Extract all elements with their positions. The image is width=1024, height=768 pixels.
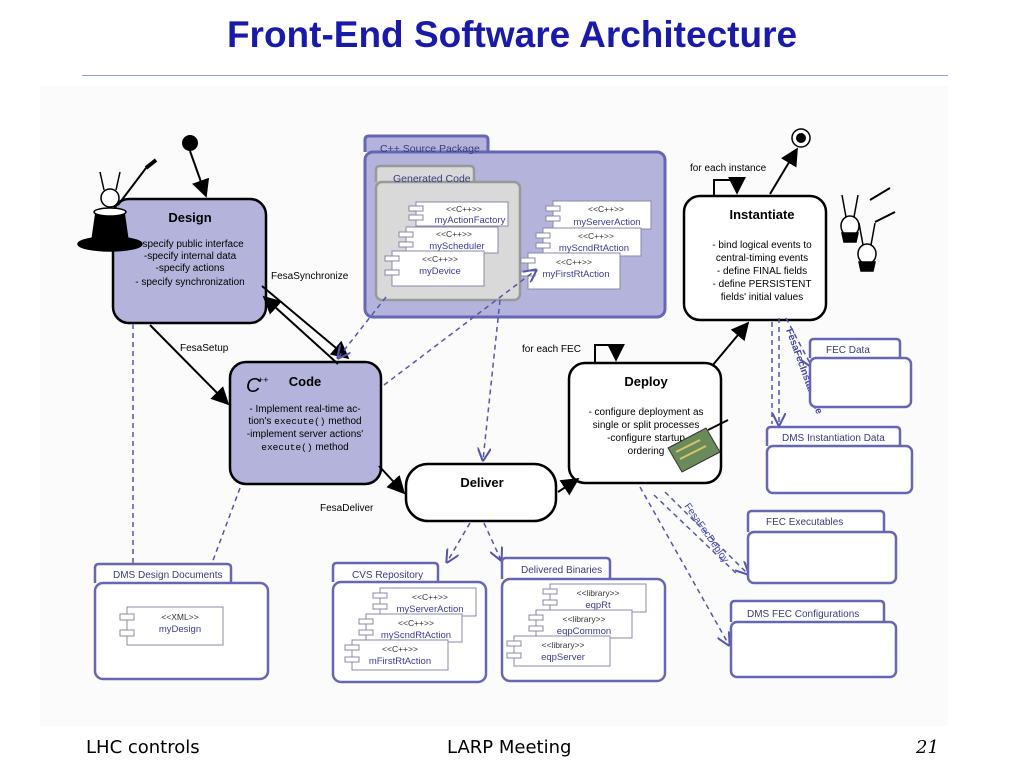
class-name: myFirstRtAction xyxy=(542,269,609,280)
stereotype: <<C++>> xyxy=(436,229,472,239)
class-name: eqpRt xyxy=(585,600,611,611)
class-name: eqpServer xyxy=(541,652,585,663)
rabbits-group-icon xyxy=(840,187,896,272)
magician-figure-icon xyxy=(77,158,158,252)
dependencies xyxy=(133,270,812,645)
state-line: central-timing events xyxy=(716,253,808,264)
dms-instantiation-label: DMS Instantiation Data xyxy=(782,433,885,444)
component-my-device: <<C++>> myDevice xyxy=(384,250,485,287)
state-code: C ++ Code - Implement real-time ac- tion… xyxy=(228,360,383,486)
package-dms-design-docs: DMS Design Documents <<XML>> myDesign xyxy=(93,562,270,681)
stereotype: <<C++>> xyxy=(446,204,482,214)
dms-fec-config-label: DMS FEC Configurations xyxy=(747,609,859,620)
class-name: mFirstRtAction xyxy=(369,656,431,667)
state-line: - specify public interface xyxy=(136,239,244,250)
footer-center: LARP Meeting xyxy=(447,737,572,758)
package-fec-executables: FEC Executables xyxy=(746,509,898,585)
stereotype: <<XML>> xyxy=(161,612,198,622)
cvs-repository-label: CVS Repository xyxy=(352,570,423,581)
stereotype: <<C++>> xyxy=(398,618,434,628)
class-name: myServerAction xyxy=(573,217,640,228)
label-fesa-synchronize: FesaSynchronize xyxy=(271,271,349,282)
state-line: - define PERSISTENT xyxy=(713,279,812,290)
state-title: Deliver xyxy=(460,475,503,490)
stereotype: <<C++>> xyxy=(422,254,458,264)
label-for-each-instance: for each instance xyxy=(690,163,767,174)
state-line: -specify actions xyxy=(156,263,225,274)
state-line: ordering xyxy=(628,446,665,457)
fec-data-label: FEC Data xyxy=(826,345,870,356)
footer-left: LHC controls xyxy=(86,737,200,758)
footer-page-number: 21 xyxy=(916,737,939,758)
state-line: - define FINAL fields xyxy=(717,266,807,277)
stereotype: <<library>> xyxy=(563,614,606,624)
state-title: Deploy xyxy=(624,374,668,389)
class-name: myScndRtAction xyxy=(559,243,629,254)
class-name: eqpCommon xyxy=(557,626,611,637)
state-line: - Implement real-time ac- xyxy=(249,404,360,415)
component-my-scnd-rt-action: <<C++>> myScndRtAction xyxy=(535,227,642,257)
fec-executables-label: FEC Executables xyxy=(766,517,843,528)
component-my-first-rt-action: <<C++>> myFirstRtAction xyxy=(520,252,621,290)
transitions xyxy=(149,147,798,496)
state-title: Design xyxy=(168,210,211,225)
initial-node-icon xyxy=(182,135,198,151)
state-line: execute() method xyxy=(261,442,348,453)
class-name: myScheduler xyxy=(429,241,484,252)
state-deliver: Deliver xyxy=(404,462,558,523)
state-line: tion's execute() method xyxy=(248,416,361,427)
state-line: fields' initial values xyxy=(721,292,804,303)
package-dms-fec-config: DMS FEC Configurations xyxy=(729,599,898,679)
component-my-action-factory: <<C++>> myActionFactory xyxy=(408,201,509,227)
delivered-binaries-label: Delivered Binaries xyxy=(521,565,602,576)
stereotype: <<library>> xyxy=(577,588,620,598)
cpp-source-label: C++ Source Package xyxy=(380,143,480,155)
final-node-inner xyxy=(796,133,806,143)
stereotype: <<C++>> xyxy=(412,592,448,602)
package-cvs-repository: CVS Repository <<C++>> myServerAction <<… xyxy=(331,561,488,684)
package-delivered-binaries: Delivered Binaries <<library>> eqpRt <<l… xyxy=(500,556,667,683)
class-name: myScndRtAction xyxy=(381,630,451,641)
stereotype: <<C++>> xyxy=(588,204,624,214)
state-title: Instantiate xyxy=(729,207,794,222)
state-line: -configure startup xyxy=(607,433,685,444)
state-title: Code xyxy=(289,374,322,389)
state-line: -implement server actions' xyxy=(247,429,363,440)
state-line: -specify internal data xyxy=(144,251,237,262)
state-line: single or split processes xyxy=(593,420,700,431)
title-rule xyxy=(82,75,948,76)
stereotype: <<C++>> xyxy=(578,231,614,241)
dms-design-docs-label: DMS Design Documents xyxy=(113,570,222,581)
state-design: Design - specify public interface -speci… xyxy=(111,197,268,325)
component-my-scheduler: <<C++>> myScheduler xyxy=(398,226,499,254)
state-instantiate: Instantiate - bind logical events to cen… xyxy=(682,194,828,322)
package-dms-instantiation: DMS Instantiation Data xyxy=(765,425,914,495)
state-deploy: Deploy - configure deployment as single … xyxy=(567,361,723,485)
slide-title: Front-End Software Architecture xyxy=(226,14,798,55)
class-name: myDevice xyxy=(419,266,461,277)
label-fesa-setup: FesaSetup xyxy=(180,343,229,354)
stereotype: <<C++>> xyxy=(382,644,418,654)
label-for-each-fec: for each FEC xyxy=(522,344,581,355)
class-name: myServerAction xyxy=(396,604,463,615)
cpp-logo-icon: C xyxy=(246,375,261,397)
stereotype: <<C++>> xyxy=(556,257,592,267)
class-name: myActionFactory xyxy=(435,215,506,226)
component-my-server-action: <<C++>> myServerAction xyxy=(545,200,652,230)
state-line: - bind logical events to xyxy=(712,240,812,251)
package-fec-data: FEC Data xyxy=(808,337,913,409)
hardware-board-icon xyxy=(667,419,729,473)
generated-code-label: Generated Code xyxy=(393,173,471,185)
cpp-logo-sup: ++ xyxy=(258,375,269,385)
class-name: myDesign xyxy=(159,624,201,635)
state-line: - specify synchronization xyxy=(135,277,245,288)
stereotype: <<library>> xyxy=(542,640,585,650)
label-fesa-deliver: FesaDeliver xyxy=(320,503,374,514)
state-line: - configure deployment as xyxy=(588,407,703,418)
